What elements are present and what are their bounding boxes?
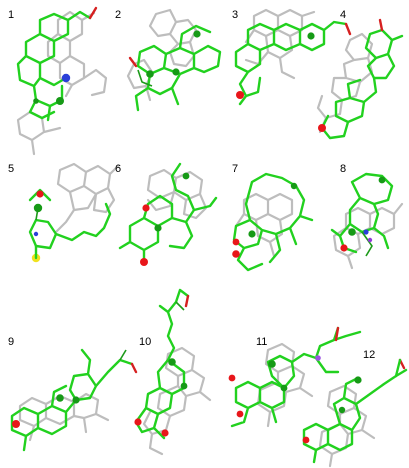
panel-10-label: 10 bbox=[139, 336, 151, 348]
panel-8-ligand bbox=[330, 172, 394, 257]
panel-4: 4 bbox=[316, 9, 404, 140]
panel-1-label: 1 bbox=[8, 9, 14, 21]
panel-1: 1 bbox=[8, 6, 108, 156]
panel-10-ligand bbox=[134, 288, 190, 440]
panel-11-ligand bbox=[228, 326, 362, 428]
panel-8: 8 bbox=[330, 163, 404, 270]
panel-5: 5 bbox=[8, 162, 120, 263]
panel-4-label: 4 bbox=[340, 9, 346, 21]
panel-1-template bbox=[16, 10, 108, 156]
panel-11: 11 bbox=[228, 326, 362, 428]
panel-12-label: 12 bbox=[363, 349, 375, 361]
panel-12: 12 bbox=[302, 349, 408, 468]
panel-6-template bbox=[146, 168, 208, 220]
panel-11-label: 11 bbox=[256, 336, 267, 348]
panel-4-ligand bbox=[318, 18, 404, 140]
panel-2-ligand bbox=[128, 24, 222, 112]
panel-9: 9 bbox=[8, 336, 138, 452]
panel-5-template bbox=[54, 162, 120, 234]
panel-2-label: 2 bbox=[115, 9, 121, 21]
panel-7-template bbox=[234, 192, 294, 258]
panel-3-label: 3 bbox=[232, 9, 238, 21]
panel-3-ligand bbox=[234, 20, 352, 106]
panel-10: 10 bbox=[134, 288, 212, 456]
panel-7-ligand bbox=[232, 172, 314, 272]
panel-9-ligand bbox=[10, 348, 138, 452]
panel-10-template bbox=[142, 346, 212, 456]
panel-8-template bbox=[332, 202, 404, 270]
panel-9-template bbox=[18, 392, 110, 442]
panel-2: 2 bbox=[115, 8, 222, 112]
panel-2-template bbox=[126, 8, 198, 102]
panel-8-label: 8 bbox=[340, 163, 346, 175]
panel-5-ligand bbox=[28, 188, 112, 263]
panel-3-template bbox=[244, 8, 316, 80]
panel-6: 6 bbox=[115, 162, 218, 266]
panel-9-label: 9 bbox=[8, 336, 14, 348]
panel-4-template bbox=[316, 32, 374, 134]
panel-3: 3 bbox=[232, 8, 352, 106]
panel-12-ligand bbox=[302, 358, 408, 464]
panel-1-ligand bbox=[16, 6, 98, 122]
panel-6-ligand bbox=[118, 162, 218, 266]
panel-12-template bbox=[318, 384, 376, 468]
panel-5-label: 5 bbox=[8, 163, 14, 175]
panel-6-label: 6 bbox=[115, 163, 121, 175]
panel-7-label: 7 bbox=[232, 163, 238, 175]
panel-7: 7 bbox=[232, 163, 314, 272]
